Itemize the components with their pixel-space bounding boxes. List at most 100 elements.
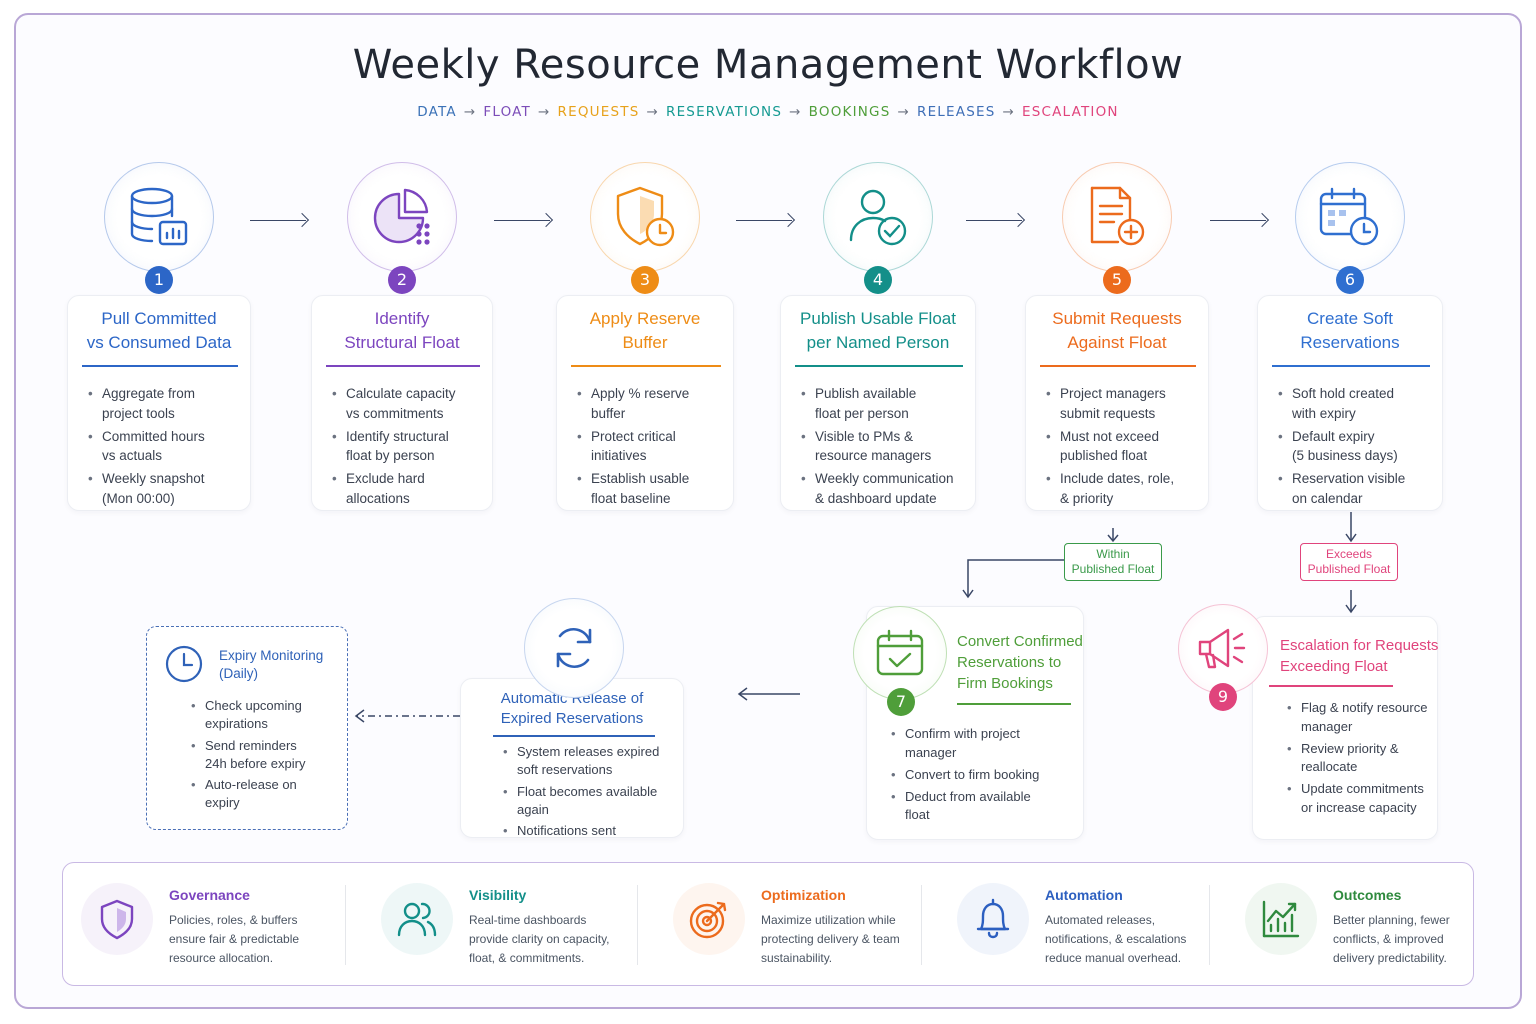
step-9-rule [1269, 685, 1393, 687]
bullet-line: Must not exceed [1060, 428, 1160, 444]
step-7-bullets: Confirm with projectmanagerConvert to fi… [887, 725, 1095, 828]
feature-heading: Automation [1045, 887, 1123, 903]
arrow-5-6 [1210, 220, 1266, 221]
flow-step-reservations: RESERVATIONS [665, 104, 783, 120]
target-icon [673, 883, 745, 955]
growth-chart-icon [1245, 883, 1317, 955]
bullet-line: reallocate [1301, 759, 1358, 774]
flow-step-float: FLOAT [483, 104, 532, 120]
bullet-line: (Mon 00:00) [102, 490, 175, 506]
step-7-title: Convert Confirmed Reservations to Firm B… [957, 633, 1083, 692]
bell-icon [957, 883, 1029, 955]
step-7-rule [957, 703, 1071, 705]
bullet-line: Flag & notify resource [1301, 700, 1428, 715]
bullet-line: Update commitments [1301, 781, 1424, 796]
step-7-card: Convert Confirmed Reservations to Firm B… [866, 606, 1084, 840]
bullet-line: or increase capacity [1301, 799, 1417, 815]
step-5-rule [1040, 365, 1196, 367]
bullet-line: published float [1060, 448, 1148, 463]
bullet-line: Send reminders [205, 737, 297, 753]
feature-divider [637, 885, 638, 965]
bullet-line: buffer [591, 405, 626, 421]
bullet-line: float [905, 807, 930, 822]
shield-clock-icon [612, 184, 678, 250]
flow-arrow: → [897, 104, 910, 120]
step-7-badge: 7 [887, 688, 915, 716]
bullet-line: & dashboard update [815, 490, 937, 506]
step-6-rule [1272, 365, 1430, 367]
bullet-line: Weekly communication [815, 471, 954, 486]
bullet-line: Project managers [1060, 386, 1166, 401]
pie-chart-icon [369, 184, 435, 250]
flow-summary: DATA→FLOAT→REQUESTS→RESERVATIONS→BOOKING… [0, 104, 1536, 120]
bullet-line: submit requests [1060, 405, 1156, 421]
step-3-bullets: Apply % reservebufferProtect criticalini… [573, 384, 745, 512]
document-add-icon [1084, 184, 1150, 250]
users-icon [381, 883, 453, 955]
bullet-item: Notifications sent [503, 822, 703, 840]
bullet-line: (5 business days) [1292, 448, 1398, 463]
bullet-line: Weekly snapshot [102, 471, 205, 486]
release-card: Automatic Release of Expired Reservation… [460, 678, 684, 840]
bullet-line: again [517, 801, 549, 817]
bullet-line: Default expiry [1292, 428, 1375, 444]
bullet-item: Update commitments or increase capacity [1287, 780, 1457, 817]
bullet-item: Visible to PMs &resource managers [801, 427, 987, 466]
bullet-line: expirations [205, 716, 268, 731]
step-3-icon-circle [590, 162, 700, 272]
bullet-item: Weekly communication & dashboard update [801, 469, 987, 508]
bullet-line: Establish usable [591, 471, 690, 486]
bullet-line: Identify structural [346, 428, 449, 444]
step-9-bullets: Flag & notify resource managerReview prio… [1283, 699, 1457, 821]
bullet-item: Deduct from available float [891, 788, 1095, 825]
step-9-title: Escalation for Requests Exceeding Float [1280, 637, 1439, 675]
bullet-line: manager [1301, 718, 1353, 734]
bullet-line: Review priority & [1301, 740, 1399, 756]
bullet-item: Include dates, role,& priority [1046, 469, 1220, 508]
bullet-line: on calendar [1292, 490, 1363, 506]
bullet-item: Review priority & reallocate [1287, 740, 1457, 777]
clock-icon [165, 645, 203, 683]
flow-step-data: DATA [417, 104, 457, 120]
bullet-line: Deduct from available [905, 788, 1031, 804]
feature-divider [345, 885, 346, 965]
expiry-title: Expiry Monitoring (Daily) [219, 648, 324, 681]
step-6-badge: 6 [1336, 266, 1364, 294]
megaphone-icon [1198, 628, 1246, 669]
step-2-rule [326, 365, 480, 367]
expiry-bullets: Check upcomingexpirationsSend reminders2… [187, 697, 367, 816]
bullet-line: allocations [346, 490, 410, 506]
step-6-card: Create SoftReservationsSoft hold created… [1257, 295, 1443, 511]
step-9-card: Escalation for Requests Exceeding Float … [1252, 616, 1438, 840]
bullet-item: Project managers submit requests [1046, 384, 1220, 423]
outer-frame [14, 13, 1522, 1009]
within-float-tag: Within Published Float [1064, 543, 1162, 581]
step-9-icon-circle [1178, 604, 1268, 694]
flow-arrow: → [646, 104, 659, 120]
arrow-4-5 [966, 220, 1022, 221]
bullet-line: expiry [205, 795, 240, 810]
step-1-icon-circle [104, 162, 214, 272]
